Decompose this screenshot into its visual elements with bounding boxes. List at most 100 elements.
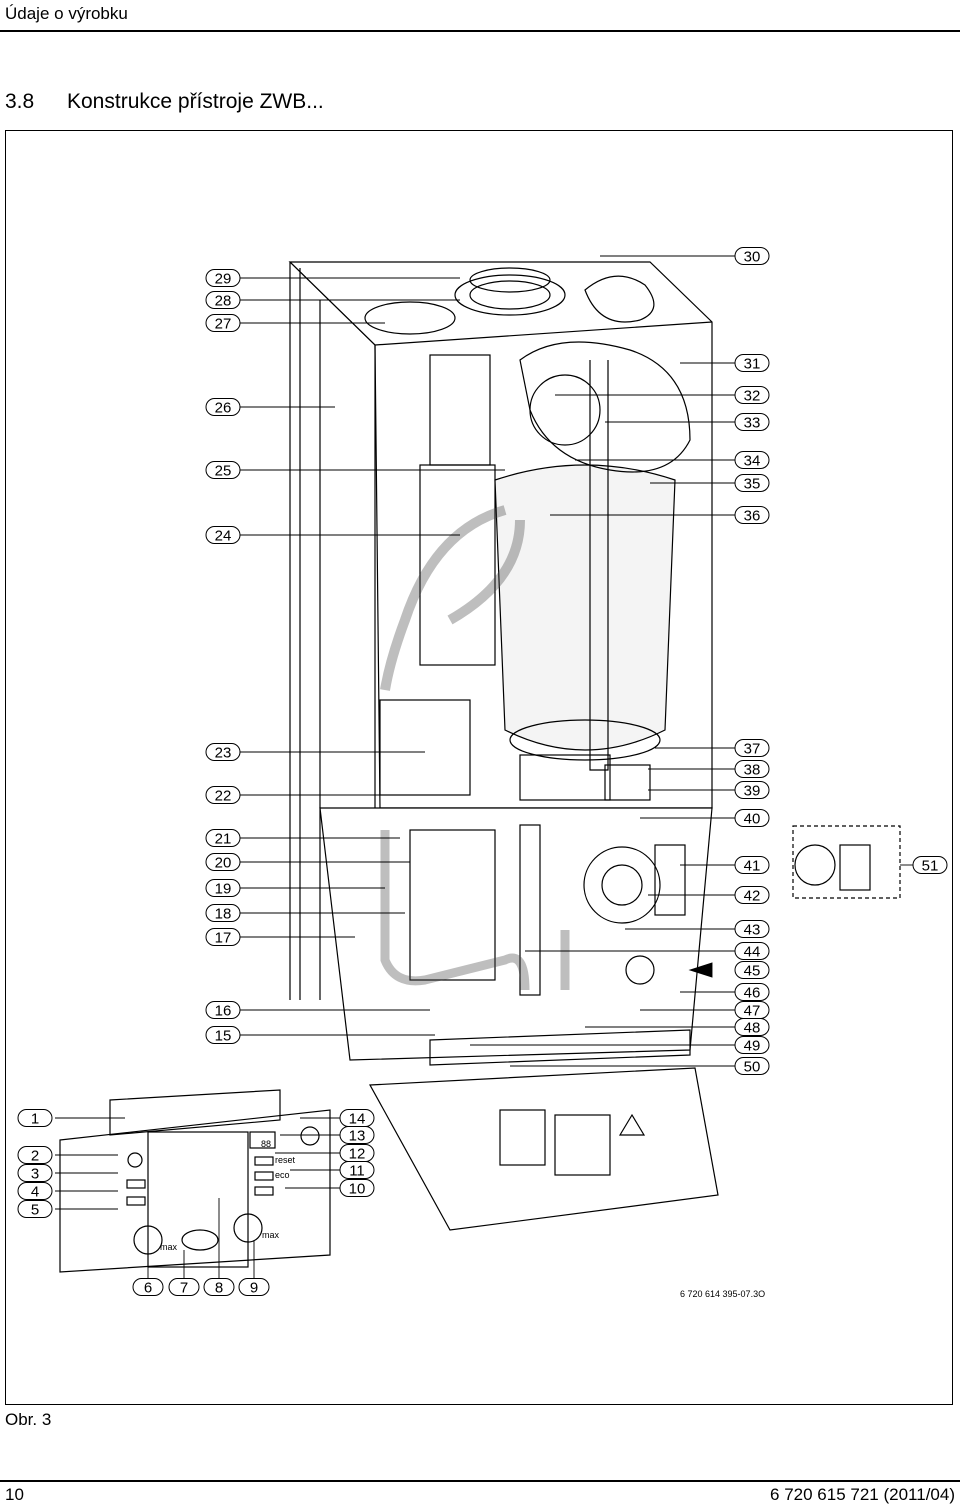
callout-label: 28: [215, 293, 232, 310]
callout-43: 43: [734, 920, 770, 939]
callout-label: 23: [215, 745, 232, 762]
callout-label: 1: [31, 1111, 39, 1128]
callout-label: 22: [215, 788, 232, 805]
callout-label: 5: [31, 1202, 39, 1219]
callout-35: 35: [734, 474, 770, 493]
callout-label: 9: [250, 1280, 258, 1297]
callout-label: 51: [922, 858, 939, 875]
callout-2: 2: [17, 1146, 53, 1165]
callout-label: 6: [144, 1280, 152, 1297]
callout-30: 30: [734, 247, 770, 266]
callout-27: 27: [205, 314, 241, 333]
callout-19: 19: [205, 879, 241, 898]
callout-45: 45: [734, 961, 770, 980]
callout-23: 23: [205, 743, 241, 762]
callout-34: 34: [734, 451, 770, 470]
callout-label: 24: [215, 528, 232, 545]
callout-label: 33: [744, 415, 761, 432]
callout-label: 27: [215, 316, 232, 333]
callout-label: 40: [744, 811, 761, 828]
callout-16: 16: [205, 1001, 241, 1020]
callout-9: 9: [238, 1278, 270, 1297]
callout-label: 32: [744, 388, 761, 405]
callout-42: 42: [734, 886, 770, 905]
callout-label: 8: [215, 1280, 223, 1297]
callout-51: 51: [912, 856, 948, 875]
callout-18: 18: [205, 904, 241, 923]
callout-29: 29: [205, 269, 241, 288]
callout-label: 31: [744, 356, 761, 373]
callout-37: 37: [734, 739, 770, 758]
callout-47: 47: [734, 1001, 770, 1020]
boiler-drawing: [59, 261, 901, 1273]
callout-label: 35: [744, 476, 761, 493]
callout-label: 12: [349, 1146, 366, 1163]
callout-label: 41: [744, 858, 761, 875]
callout-4: 4: [17, 1182, 53, 1201]
callout-13: 13: [339, 1126, 375, 1145]
page-header: Údaje o výrobku: [0, 0, 960, 30]
callout-label: 39: [744, 783, 761, 800]
callout-41: 41: [734, 856, 770, 875]
callout-33: 33: [734, 413, 770, 432]
callout-38: 38: [734, 760, 770, 779]
callout-group: 2928272625242322212019181716153031323334…: [17, 247, 948, 1297]
callout-label: 13: [349, 1128, 366, 1145]
callout-label: 34: [744, 453, 761, 470]
callout-14: 14: [339, 1109, 375, 1128]
callout-label: 2: [31, 1148, 39, 1165]
callout-label: 19: [215, 881, 232, 898]
callout-label: 50: [744, 1059, 761, 1076]
callout-24: 24: [205, 526, 241, 545]
callout-label: 17: [215, 930, 232, 947]
callout-3: 3: [17, 1164, 53, 1183]
callout-21: 21: [205, 829, 241, 848]
callout-label: 14: [349, 1111, 366, 1128]
callout-7: 7: [168, 1278, 200, 1297]
callout-50: 50: [734, 1057, 770, 1076]
callout-label: 4: [31, 1184, 39, 1201]
callout-5: 5: [17, 1200, 53, 1219]
callout-label: 15: [215, 1028, 232, 1045]
callout-36: 36: [734, 506, 770, 525]
callout-label: 18: [215, 906, 232, 923]
callout-17: 17: [205, 928, 241, 947]
callout-label: 42: [744, 888, 761, 905]
section-title: Konstrukce přístroje ZWB...: [67, 90, 324, 113]
callout-49: 49: [734, 1036, 770, 1055]
callout-label: 29: [215, 271, 232, 288]
callout-label: 45: [744, 963, 761, 980]
header-title: Údaje o výrobku: [5, 4, 128, 23]
callout-22: 22: [205, 786, 241, 805]
callout-label: 16: [215, 1003, 232, 1020]
callout-8: 8: [203, 1278, 235, 1297]
callout-15: 15: [205, 1026, 241, 1045]
callout-label: 44: [744, 944, 761, 961]
leader-lines: [55, 255, 915, 1278]
section-number: 3.8: [5, 90, 35, 113]
callout-label: 3: [31, 1166, 39, 1183]
header-rule: [0, 30, 960, 32]
callout-label: 11: [349, 1163, 365, 1180]
callout-label: 49: [744, 1038, 761, 1055]
callout-label: 46: [744, 985, 761, 1002]
callout-label: 25: [215, 463, 232, 480]
callout-12: 12: [339, 1144, 375, 1163]
callout-6: 6: [132, 1278, 164, 1297]
callout-label: 48: [744, 1020, 761, 1037]
callout-48: 48: [734, 1018, 770, 1037]
callout-31: 31: [734, 354, 770, 373]
callout-label: 37: [744, 741, 761, 758]
callout-39: 39: [734, 781, 770, 800]
callout-label: 7: [180, 1280, 188, 1297]
callout-label: 26: [215, 400, 232, 417]
callout-11: 11: [339, 1161, 375, 1180]
page-number: 10: [5, 1485, 24, 1504]
max-label-2: max: [262, 1230, 280, 1240]
figure-caption: Obr. 3: [5, 1410, 52, 1429]
callout-25: 25: [205, 461, 241, 480]
max-label-1: max: [160, 1242, 178, 1252]
eco-label: eco: [275, 1170, 290, 1180]
callout-10: 10: [339, 1179, 375, 1198]
